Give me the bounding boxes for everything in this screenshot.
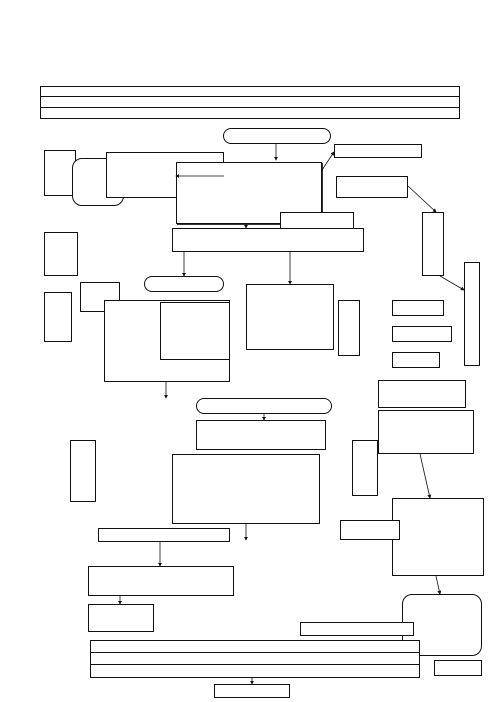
left-box-5 bbox=[70, 440, 96, 502]
left-box-1 bbox=[44, 150, 76, 196]
feedback-box bbox=[378, 410, 474, 454]
header-rule-middle bbox=[40, 96, 460, 97]
stats-box bbox=[392, 498, 484, 576]
left-box-2 bbox=[44, 232, 78, 276]
diagnosis-box bbox=[196, 420, 326, 450]
right-small-label bbox=[336, 176, 408, 198]
flow-arrow bbox=[419, 453, 432, 499]
bottom-footer bbox=[214, 684, 290, 698]
report-box bbox=[172, 454, 320, 524]
right-small-label bbox=[300, 622, 414, 636]
flow-arrow bbox=[407, 185, 437, 213]
management-box bbox=[172, 228, 364, 252]
sampling-box bbox=[246, 284, 334, 350]
registration-box bbox=[98, 528, 230, 542]
right-small-label bbox=[352, 440, 378, 496]
notify-box bbox=[334, 144, 422, 158]
header-rule-right bbox=[459, 86, 460, 118]
flow-arrow bbox=[439, 275, 465, 291]
right-small-label bbox=[392, 300, 444, 316]
left-box-3 bbox=[44, 292, 72, 342]
right-small-label bbox=[340, 520, 400, 540]
analysis-box bbox=[378, 380, 466, 408]
right-small-label bbox=[434, 660, 482, 676]
top-flow-box bbox=[223, 128, 331, 144]
ventilator-box bbox=[160, 302, 230, 360]
header-rule-lower bbox=[40, 118, 460, 119]
vertical-notice bbox=[464, 262, 480, 366]
method-box bbox=[144, 276, 224, 292]
right-small-label bbox=[392, 352, 440, 368]
steps-box bbox=[88, 604, 154, 632]
bottom-line-3 bbox=[90, 664, 420, 678]
right-small-label bbox=[392, 326, 452, 342]
daily-box bbox=[88, 566, 234, 596]
header-rule-top bbox=[40, 86, 460, 87]
right-small-label bbox=[338, 300, 360, 356]
header-rule-bottom bbox=[40, 107, 460, 108]
flow-arrow bbox=[321, 151, 335, 171]
handover-box bbox=[196, 398, 332, 414]
flow-arrow bbox=[435, 575, 442, 595]
header-rule-left bbox=[40, 86, 41, 118]
right-small-label bbox=[422, 212, 444, 276]
